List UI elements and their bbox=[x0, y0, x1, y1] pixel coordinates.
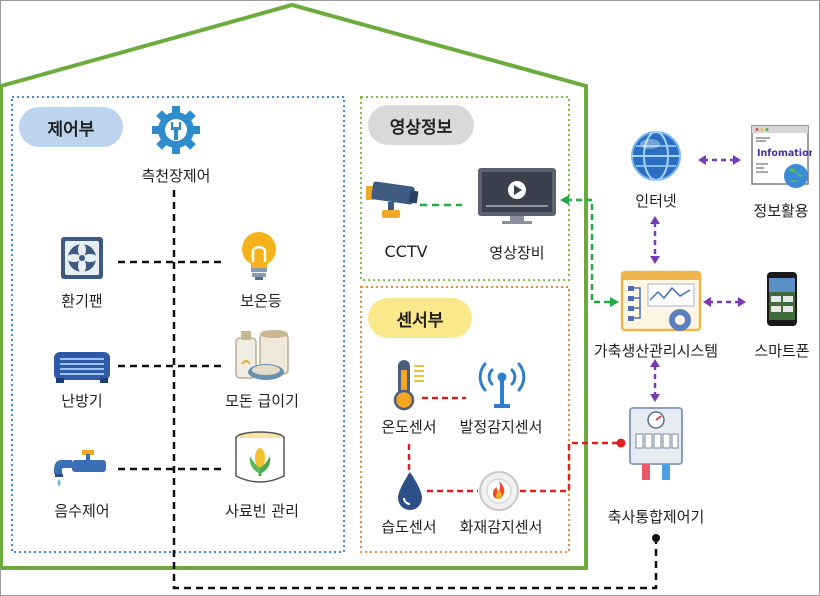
sensor-section-title: 센서부 bbox=[368, 298, 472, 338]
label-fan: 환기팬 bbox=[61, 292, 103, 310]
gear-wrench-icon bbox=[152, 106, 200, 154]
label-system: 가축생산관리시스템 bbox=[593, 342, 719, 360]
link-dot-controller bbox=[652, 534, 660, 542]
control-section-box bbox=[11, 96, 345, 553]
link-dot-red bbox=[616, 438, 626, 448]
feed-bin-icon bbox=[235, 431, 285, 483]
video-player-icon bbox=[478, 168, 556, 224]
link-fire-controller bbox=[520, 441, 620, 493]
label-integrated-controller: 축사통합제어기 bbox=[607, 508, 705, 526]
light-bulb-icon bbox=[242, 232, 276, 280]
video-section-title: 영상정보 bbox=[368, 105, 474, 145]
management-system-icon bbox=[620, 270, 702, 332]
signal-sensor-icon bbox=[478, 362, 526, 408]
label-main-control: 측천장제어 bbox=[141, 167, 211, 185]
arrow-to-system bbox=[610, 297, 619, 307]
label-cctv: CCTV bbox=[384, 242, 428, 261]
humidity-drop-icon bbox=[398, 472, 422, 510]
link-equipment-system bbox=[566, 198, 612, 304]
label-video-equipment: 영상장비 bbox=[489, 244, 545, 262]
label-feeder: 모돈 급이기 bbox=[225, 392, 299, 410]
faucet-icon bbox=[54, 450, 106, 486]
heater-icon bbox=[54, 352, 110, 383]
label-water: 음수제어 bbox=[54, 502, 110, 520]
smartphone-icon bbox=[767, 272, 797, 326]
control-section-title: 제어부 bbox=[19, 107, 123, 147]
label-lamp: 보온등 bbox=[240, 292, 282, 310]
integrated-controller-icon bbox=[629, 407, 683, 480]
label-internet: 인터넷 bbox=[635, 192, 677, 210]
information-icon: Infomation bbox=[751, 125, 812, 188]
label-fire-sensor: 화재감지센서 bbox=[459, 518, 543, 536]
fire-sensor-icon bbox=[479, 471, 519, 511]
label-info-use: 정보활용 bbox=[753, 202, 809, 220]
link-main-controller bbox=[172, 190, 658, 590]
internet-globe-icon bbox=[631, 131, 681, 181]
house-outline bbox=[0, 2, 588, 570]
label-heat-sensor: 발정감지센서 bbox=[459, 418, 543, 436]
label-smartphone: 스마트폰 bbox=[754, 342, 810, 360]
label-humidity-sensor: 습도센서 bbox=[381, 518, 437, 536]
cctv-icon bbox=[366, 181, 419, 218]
fan-icon bbox=[61, 237, 103, 279]
video-section-box bbox=[360, 96, 570, 281]
info-tag-text: Infomation bbox=[757, 148, 812, 159]
arrow-to-equipment bbox=[560, 195, 569, 205]
label-heater: 난방기 bbox=[61, 392, 103, 410]
thermometer-icon bbox=[393, 360, 424, 411]
label-temp-sensor: 온도센서 bbox=[381, 418, 437, 436]
label-feedbin: 사료빈 관리 bbox=[225, 502, 299, 520]
feeder-icon bbox=[235, 330, 289, 380]
sensor-section-box bbox=[360, 286, 570, 553]
